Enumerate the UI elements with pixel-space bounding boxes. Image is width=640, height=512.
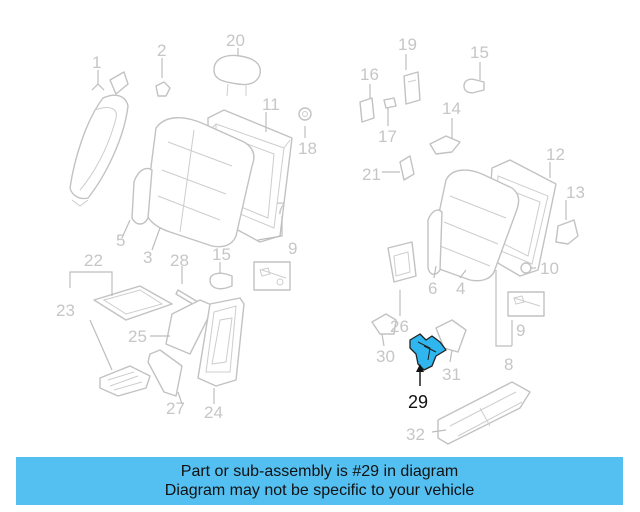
callout-21: 21	[362, 165, 381, 184]
part-2-clip[interactable]	[155, 81, 171, 97]
part-25-panel[interactable]	[165, 299, 215, 355]
callout-7: 7	[276, 199, 285, 218]
callout-18: 18	[298, 139, 317, 158]
part-19-switch[interactable]	[403, 71, 421, 105]
callout-20: 20	[226, 31, 245, 50]
callout-15-left: 15	[212, 245, 231, 264]
banner-line-part: Part or sub-assembly is #29 in diagram	[180, 463, 459, 480]
part-15-plug-right[interactable]	[463, 78, 485, 94]
callout-9-right: 9	[516, 321, 525, 340]
callout-30: 30	[376, 347, 395, 366]
part-21-plug[interactable]	[399, 155, 415, 181]
callout-1: 1	[92, 53, 101, 72]
part-29-highlighted[interactable]	[409, 333, 447, 371]
part-5-side-panel[interactable]	[131, 167, 153, 225]
callout-24: 24	[204, 403, 223, 422]
callout-15-right: 15	[470, 43, 489, 62]
callout-25: 25	[128, 327, 147, 346]
part-24-seat-frame[interactable]	[197, 297, 245, 387]
callout-5: 5	[116, 231, 125, 250]
callout-28: 28	[170, 251, 189, 270]
callout-31: 31	[442, 365, 461, 384]
callout-26: 26	[390, 317, 409, 336]
part-9-bolt-set-left[interactable]	[253, 261, 291, 291]
part-22-tray[interactable]	[93, 285, 173, 321]
banner-line-disclaimer: Diagram may not be specific to your vehi…	[164, 482, 475, 499]
callout-23: 23	[56, 301, 75, 320]
part-13-cover[interactable]	[555, 219, 579, 245]
exploded-seat-diagram: 1 2 20 11 18 5 3 7 9 22 23 28 15 25 27 2…	[56, 31, 585, 445]
callout-32: 32	[406, 425, 425, 444]
callout-13: 13	[566, 183, 585, 202]
part-15-plug-left[interactable]	[209, 272, 233, 290]
part-18-fastener[interactable]	[298, 107, 312, 121]
info-banner: Part or sub-assembly is #29 in diagram D…	[16, 457, 623, 505]
callout-8: 8	[504, 355, 513, 374]
part-32-seat-cushion[interactable]	[437, 381, 531, 445]
callout-16: 16	[360, 65, 379, 84]
callout-11: 11	[262, 95, 280, 114]
part-27-side-cover[interactable]	[147, 349, 183, 397]
callout-17: 17	[378, 127, 397, 146]
callout-27: 27	[166, 399, 185, 418]
callout-14: 14	[442, 99, 461, 118]
callout-9-left: 9	[288, 239, 297, 258]
part-16-bracket[interactable]	[359, 97, 375, 123]
callout-3: 3	[143, 248, 152, 267]
callout-12: 12	[546, 145, 565, 164]
callout-2: 2	[157, 41, 166, 60]
callout-10: 10	[540, 259, 559, 278]
callout-4: 4	[456, 279, 465, 298]
callout-19: 19	[398, 35, 417, 54]
part-6-side-panel[interactable]	[427, 209, 443, 275]
part-30-clip[interactable]	[371, 313, 397, 335]
part-20-headrest[interactable]	[213, 54, 261, 97]
callout-labels: 1 2 20 11 18 5 3 7 9 22 23 28 15 25 27 2…	[56, 31, 585, 444]
part-17-screw[interactable]	[383, 97, 397, 109]
part-26-bracket[interactable]	[387, 241, 417, 283]
part-14-clip[interactable]	[429, 135, 461, 155]
callout-6: 6	[428, 279, 437, 298]
callout-29-highlighted: 29	[408, 392, 428, 412]
part-10-nut[interactable]	[520, 262, 532, 274]
leader-lines	[69, 48, 567, 433]
part-1-side-trim[interactable]	[69, 71, 129, 207]
part-23-mat[interactable]	[99, 365, 151, 397]
part-9-bolt-set-right[interactable]	[507, 291, 545, 317]
callout-22: 22	[84, 251, 103, 270]
